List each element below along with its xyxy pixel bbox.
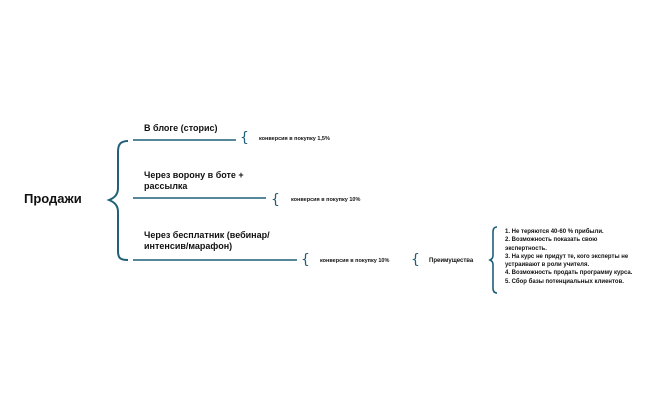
root-title: Продажи: [24, 191, 82, 206]
branch-3-conversion: конверсия в покупку 10%: [320, 258, 390, 264]
branch-2-label: Через ворону в боте + рассылка: [144, 170, 244, 191]
branch-1-conversion: конверсия в покупку 1,5%: [259, 136, 330, 142]
advantage-item: 4. Возможность продать программу курса.: [505, 270, 633, 277]
branch-2-conversion: конверсия в покупку 10%: [291, 197, 361, 203]
advantage-item: экспертность.: [505, 245, 547, 252]
branch-1-brace-icon: {: [240, 130, 249, 146]
advantages-list: 1. Не теряются 40-60 % прибыли. 2. Возмо…: [505, 228, 632, 286]
advantages-brace-icon: {: [411, 252, 420, 268]
branch-3-label: Через бесплатник (вебинар/ интенсив/мара…: [144, 230, 270, 251]
advantages-brace: [488, 226, 498, 294]
advantage-item: устраивают в роли учителя.: [505, 262, 590, 269]
branch-3-brace-icon: {: [301, 252, 310, 268]
main-brace: [106, 140, 129, 261]
branch-2-brace-icon: {: [271, 192, 280, 208]
advantage-item: 5. Сбор базы потенциальных клиентов.: [505, 278, 624, 285]
advantage-item: 1. Не теряются 40-60 % прибыли.: [505, 229, 604, 235]
advantage-item: 2. Возможность показать свою: [505, 237, 598, 244]
branch-1-label: В блоге (сторис): [144, 123, 218, 133]
advantage-item: 3. На курс не придут те, кого эксперты н…: [505, 253, 629, 260]
advantages-label: Преимущества: [429, 258, 474, 264]
